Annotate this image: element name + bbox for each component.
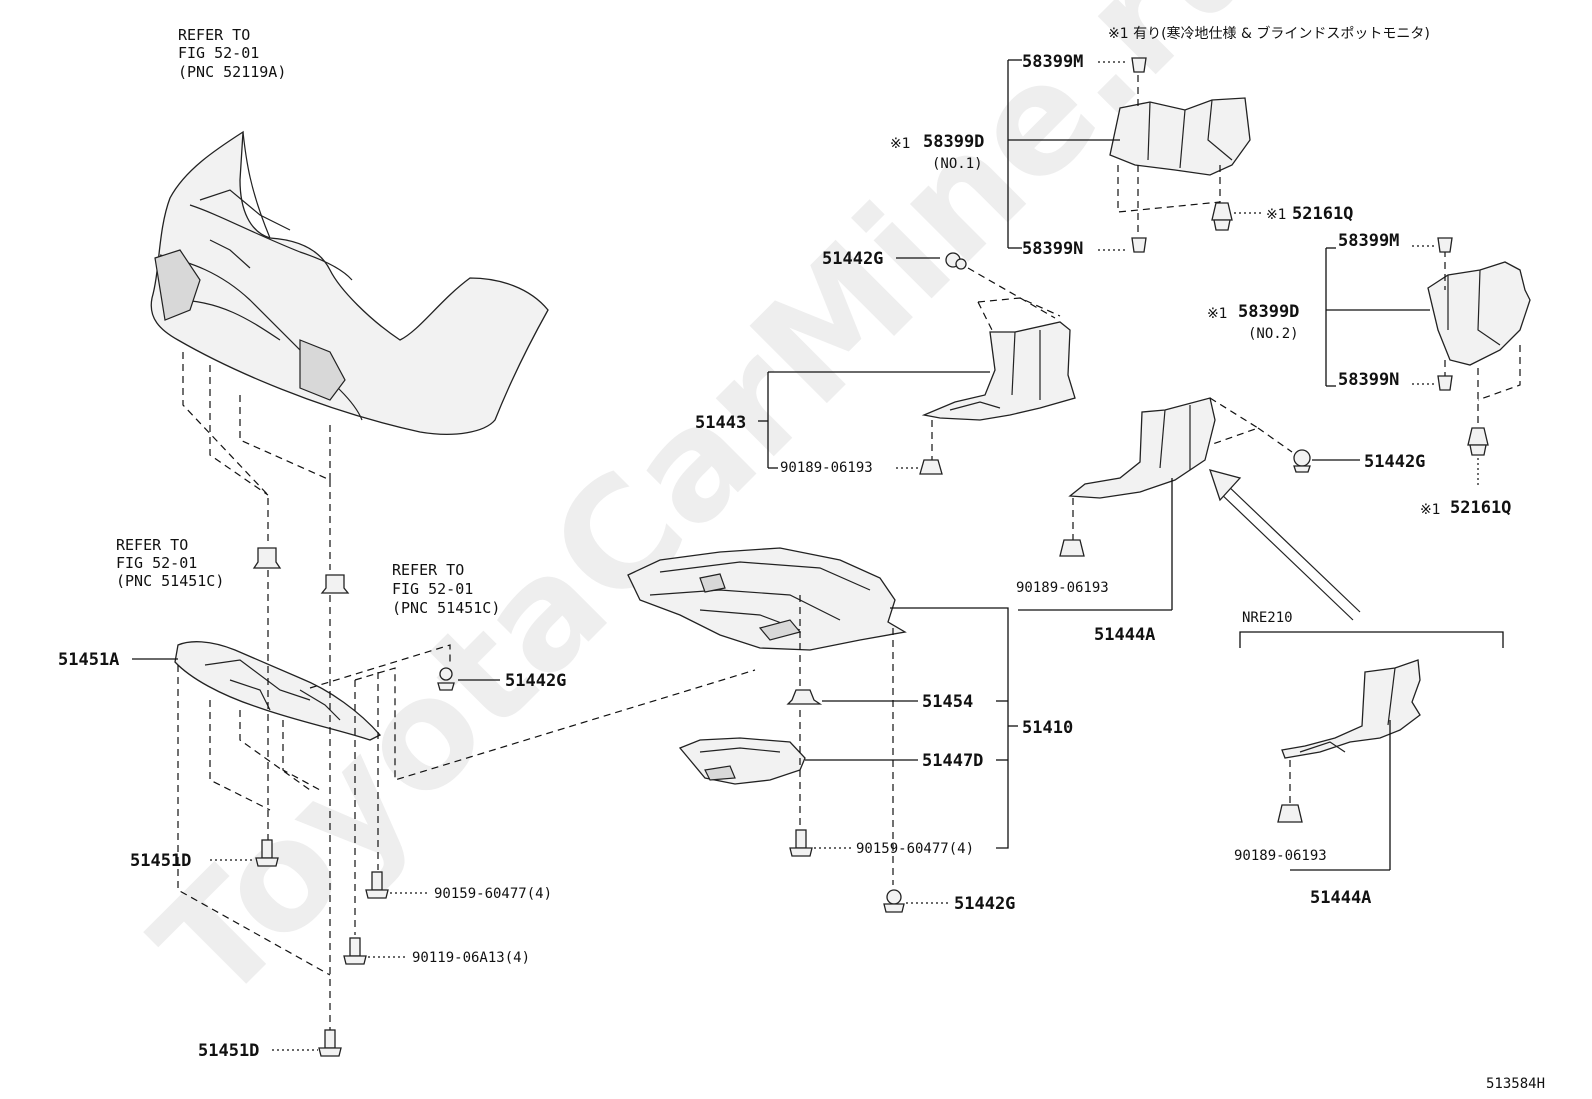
bolt-51451D-b xyxy=(318,1029,342,1057)
label-58399D-b: 58399D xyxy=(1238,302,1299,322)
label-58399D-a: 58399D xyxy=(923,132,984,152)
clip-52161Q-a xyxy=(1211,202,1233,231)
clip-right-reference: REFER TO FIG 52-01 (PNC 51451C) xyxy=(392,561,500,617)
clip-90189-a xyxy=(919,459,943,475)
label-90159-left: 90159-60477(4) xyxy=(434,886,552,902)
clip-right xyxy=(320,574,350,594)
label-51442G-mid: 51442G xyxy=(505,671,566,691)
part-51451A xyxy=(174,641,382,741)
figure-id: 513584H xyxy=(1486,1076,1545,1092)
label-51410: 51410 xyxy=(1022,718,1073,738)
clip-left xyxy=(252,547,282,569)
part-58399D-no1 xyxy=(1109,97,1251,176)
part-51444A-upper xyxy=(1068,397,1216,499)
mark-1-a: ※1 xyxy=(890,136,911,152)
label-90119: 90119-06A13(4) xyxy=(412,950,530,966)
screw-51442G-bottom xyxy=(883,889,905,913)
label-58399N-b: 58399N xyxy=(1338,370,1399,390)
label-90189-b: 90189-06193 xyxy=(1016,580,1109,596)
screw-51442G-top xyxy=(945,252,967,270)
label-58399M-a: 58399M xyxy=(1022,52,1083,72)
bolt-51451D-a xyxy=(255,839,279,867)
label-51451A: 51451A xyxy=(58,650,119,670)
label-51454: 51454 xyxy=(922,692,973,712)
part-51447D xyxy=(678,737,806,785)
svg-text:(PNC 51451C): (PNC 51451C) xyxy=(392,599,500,617)
label-no2: (NO.2) xyxy=(1248,326,1299,342)
svg-text:(PNC 51451C): (PNC 51451C) xyxy=(116,572,224,590)
svg-text:FIG 52-01: FIG 52-01 xyxy=(178,44,259,62)
label-51443: 51443 xyxy=(695,413,746,433)
bolt-90159-right xyxy=(789,829,813,857)
svg-text:FIG 52-01: FIG 52-01 xyxy=(116,554,197,572)
label-51444A-a: 51444A xyxy=(1094,625,1155,645)
bolt-90159-left xyxy=(365,871,389,899)
mark-1-52161Q-a: ※1 xyxy=(1266,207,1287,223)
clip-90189-b xyxy=(1059,539,1085,557)
label-51442G-bottom: 51442G xyxy=(954,894,1015,914)
svg-text:REFER TO: REFER TO xyxy=(178,26,250,44)
label-51451D-a: 51451D xyxy=(130,851,191,871)
clip-52161Q-b xyxy=(1467,427,1489,456)
label-52161Q-b: 52161Q xyxy=(1450,498,1511,518)
label-51442G-top: 51442G xyxy=(822,249,883,269)
label-no1: (NO.1) xyxy=(932,156,983,172)
svg-text:(PNC 52119A): (PNC 52119A) xyxy=(178,63,286,81)
label-58399N-a: 58399N xyxy=(1022,239,1083,259)
mark-1-52161Q-b: ※1 xyxy=(1420,502,1441,518)
clip-51454 xyxy=(786,689,823,705)
part-51443 xyxy=(921,321,1076,421)
svg-text:REFER TO: REFER TO xyxy=(116,536,188,554)
label-51447D: 51447D xyxy=(922,751,983,771)
label-90189-a: 90189-06193 xyxy=(780,460,873,476)
part-51444A-lower xyxy=(1281,659,1421,759)
note-text: ※1 有り(寒冷地仕様 & ブラインドスポットモニタ) xyxy=(1108,25,1430,42)
part-51410-under-cover xyxy=(627,547,907,651)
svg-text:FIG 52-01: FIG 52-01 xyxy=(392,580,473,598)
clip-left-reference: REFER TO FIG 52-01 (PNC 51451C) xyxy=(116,536,224,590)
label-90189-c: 90189-06193 xyxy=(1234,848,1327,864)
clip-90189-c xyxy=(1277,804,1303,823)
clip-58399M-a xyxy=(1131,57,1147,73)
screw-51442G-right xyxy=(1293,449,1311,473)
clip-58399N-b xyxy=(1437,375,1453,391)
label-51442G-right: 51442G xyxy=(1364,452,1425,472)
bolt-90119 xyxy=(343,937,367,965)
label-51451D-b: 51451D xyxy=(198,1041,259,1061)
label-90159-right: 90159-60477(4) xyxy=(856,841,974,857)
mark-1-b: ※1 xyxy=(1207,306,1228,322)
front-bumper-cover xyxy=(150,130,549,435)
svg-text:REFER TO: REFER TO xyxy=(392,561,464,579)
label-51444A-b: 51444A xyxy=(1310,888,1371,908)
label-nre210: NRE210 xyxy=(1242,610,1293,626)
screw-51442G-mid xyxy=(437,667,455,691)
clip-58399N-a xyxy=(1131,237,1147,253)
part-58399D-no2 xyxy=(1427,261,1531,366)
bumper-reference: REFER TO FIG 52-01 (PNC 52119A) xyxy=(178,26,286,81)
label-58399M-b: 58399M xyxy=(1338,231,1399,251)
arrow-indicator xyxy=(1209,469,1361,621)
clip-58399M-b xyxy=(1437,237,1453,253)
label-52161Q-a: 52161Q xyxy=(1292,204,1353,224)
